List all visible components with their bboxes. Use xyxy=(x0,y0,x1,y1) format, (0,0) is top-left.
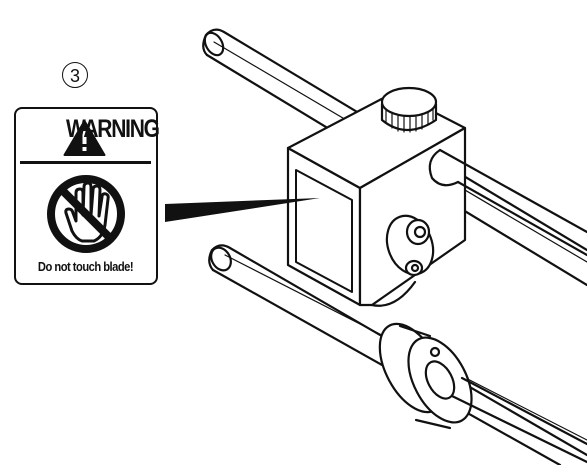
label-window xyxy=(295,169,353,293)
pointer-arrow xyxy=(165,198,320,222)
callout-number: 3 xyxy=(62,62,88,88)
block-rail-exit xyxy=(428,148,587,257)
warning-header-text: WARNING xyxy=(66,115,160,143)
no-touch-hand-icon xyxy=(47,175,125,253)
blade-hub xyxy=(385,214,435,277)
warning-sign: WARNING Do not touch blade! xyxy=(14,107,160,285)
cutter-block xyxy=(286,90,467,307)
adjustment-knob xyxy=(380,86,438,133)
warning-caption: Do not touch blade! xyxy=(37,259,134,274)
rail-collar xyxy=(378,322,587,464)
sign-divider xyxy=(20,161,151,164)
alert-triangle-icon xyxy=(63,120,106,156)
